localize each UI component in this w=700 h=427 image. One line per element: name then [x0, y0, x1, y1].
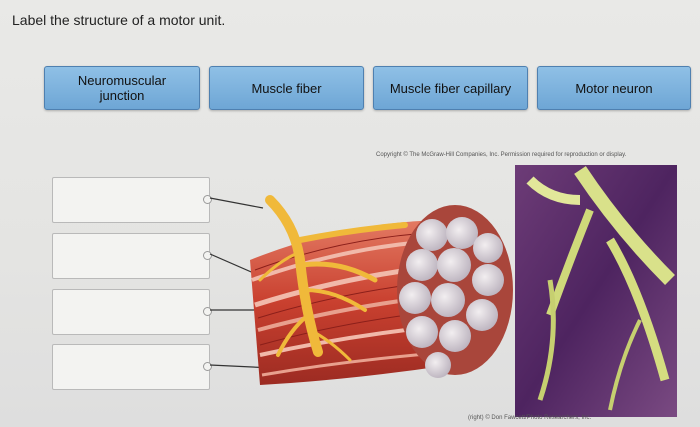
label-tile-muscle-fiber[interactable]: Muscle fiber	[209, 66, 364, 110]
copyright-notice: Copyright © The McGraw-Hill Companies, I…	[376, 152, 627, 158]
drop-target-4[interactable]	[52, 344, 210, 390]
motor-unit-illustration	[209, 165, 677, 417]
tile-label: Motor neuron	[575, 80, 653, 96]
muscle-cross-section	[397, 205, 513, 378]
motor-neuron-branches	[258, 195, 408, 362]
drop-target-3[interactable]	[52, 289, 210, 335]
question-prompt: Label the structure of a motor unit.	[12, 12, 226, 28]
drop-target-2[interactable]	[52, 233, 210, 279]
drop-target-1[interactable]	[52, 177, 210, 223]
leader-handle-1	[203, 195, 212, 204]
leader-handle-2	[203, 251, 212, 260]
leader-handle-4	[203, 362, 212, 371]
tile-label: Neuromuscular junction	[77, 73, 167, 103]
label-tile-motor-neuron[interactable]: Motor neuron	[537, 66, 691, 110]
label-tile-muscle-fiber-capillary[interactable]: Muscle fiber capillary	[373, 66, 528, 110]
leader-handle-3	[203, 307, 212, 316]
leader-line-1	[209, 197, 264, 209]
label-tile-neuromuscular-junction[interactable]: Neuromuscular junction	[44, 66, 200, 110]
photo-credit: (right) © Don Fawcett/Photo Researchers,…	[468, 415, 592, 421]
micrograph-photo	[515, 165, 677, 417]
tile-label: Muscle fiber	[251, 80, 322, 96]
tile-label: Muscle fiber capillary	[389, 80, 512, 96]
